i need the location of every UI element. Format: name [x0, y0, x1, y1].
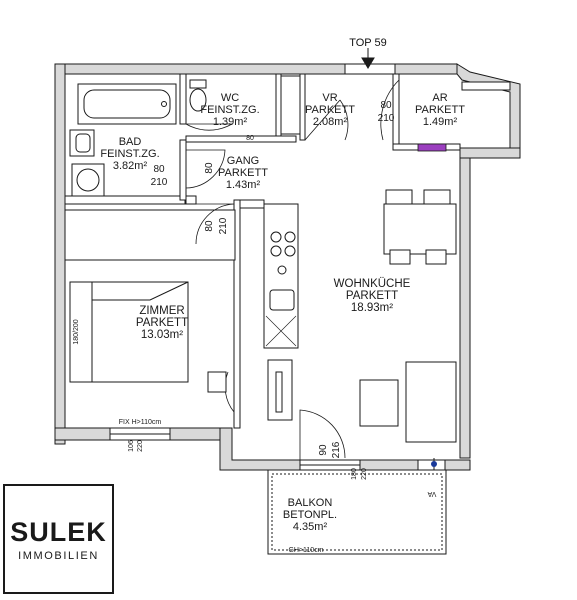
svg-text:PARKETT: PARKETT: [218, 167, 268, 179]
bed: [69, 281, 189, 383]
room-wohnkueche: WOHNKÜCHE PARKETT 18.93m²: [334, 278, 411, 314]
svg-text:AR: AR: [432, 92, 447, 104]
svg-text:80: 80: [246, 135, 254, 142]
svg-text:GANG: GANG: [227, 155, 259, 167]
svg-text:220: 220: [361, 468, 368, 480]
svg-text:PARKETT: PARKETT: [346, 290, 398, 302]
svg-text:VR: VR: [322, 92, 337, 104]
svg-text:BALKON: BALKON: [288, 497, 333, 509]
svg-text:GH>110cm: GH>110cm: [288, 547, 323, 554]
svg-text:106: 106: [128, 440, 135, 452]
interior-walls: [64, 73, 461, 429]
nightstand: [207, 371, 227, 393]
entry-arrow: [361, 48, 375, 69]
room-vr: VR PARKETT 2.08m²: [305, 92, 355, 128]
svg-text:PARKETT: PARKETT: [305, 104, 355, 116]
dining-table: [383, 189, 457, 265]
room-gang: GANG PARKETT 1.43m²: [218, 155, 268, 191]
svg-text:FEINST.ZG.: FEINST.ZG.: [200, 104, 259, 116]
kitchen-counter: [263, 203, 299, 421]
svg-text:180/200: 180/200: [73, 319, 80, 344]
svg-text:BETONPL.: BETONPL.: [283, 509, 337, 521]
window-notes: FIX H>110cm 106 220 180 220 GH>110cm VA …: [73, 319, 436, 554]
svg-text:210: 210: [151, 177, 168, 188]
toilet: [189, 79, 207, 112]
svg-text:WOHNKÜCHE: WOHNKÜCHE: [334, 278, 411, 290]
svg-text:FIX H>110cm: FIX H>110cm: [119, 419, 162, 426]
svg-text:80: 80: [204, 220, 215, 232]
unit-label: TOP 59: [349, 37, 387, 49]
room-zimmer: ZIMMER PARKETT 13.03m²: [136, 305, 188, 341]
bathroom-fixtures: [69, 129, 105, 197]
svg-text:2.08m²: 2.08m²: [313, 116, 348, 128]
svg-text:1.39m²: 1.39m²: [213, 116, 248, 128]
svg-text:4.35m²: 4.35m²: [293, 521, 328, 533]
svg-text:ZIMMER: ZIMMER: [139, 305, 184, 317]
svg-text:210: 210: [218, 217, 229, 234]
svg-text:80: 80: [153, 164, 165, 175]
sulek-logo: SULEK IMMOBILIEN: [3, 484, 114, 594]
svg-text:PARKETT: PARKETT: [136, 317, 188, 329]
logo-brand: SULEK: [10, 517, 107, 547]
svg-text:WC: WC: [221, 92, 239, 104]
room-balkon: BALKON BETONPL. 4.35m²: [283, 497, 337, 533]
svg-text:13.03m²: 13.03m²: [141, 329, 183, 341]
shaft: [280, 75, 301, 135]
svg-text:210: 210: [378, 113, 395, 124]
svg-text:90: 90: [318, 444, 329, 456]
svg-text:220: 220: [137, 440, 144, 452]
balcony: [267, 469, 447, 555]
svg-text:3.82m²: 3.82m²: [113, 160, 148, 172]
room-wc: WC FEINST.ZG. 1.39m²: [200, 92, 259, 128]
svg-text:1.43m²: 1.43m²: [226, 179, 261, 191]
drain-icon: [431, 461, 437, 467]
svg-text:80: 80: [204, 162, 215, 174]
svg-text:FEINST.ZG.: FEINST.ZG.: [100, 148, 159, 160]
svg-text:80: 80: [380, 100, 392, 111]
bathtub: [77, 83, 177, 125]
distribution-box: [417, 143, 447, 152]
svg-text:PARKETT: PARKETT: [415, 104, 465, 116]
svg-text:1.49m²: 1.49m²: [423, 116, 458, 128]
svg-text:216: 216: [331, 441, 342, 458]
svg-text:BAD: BAD: [119, 136, 142, 148]
room-bad: BAD FEINST.ZG. 3.82m²: [100, 136, 159, 172]
svg-text:180: 180: [351, 468, 358, 480]
living-furniture: [359, 361, 457, 443]
svg-text:18.93m²: 18.93m²: [351, 302, 393, 314]
svg-text:VA: VA: [427, 490, 436, 497]
door-dimensions: 80 210 80 210 80 80 210 90 216 80: [151, 100, 395, 458]
logo-subtitle: IMMOBILIEN: [18, 550, 99, 562]
room-ar: AR PARKETT 1.49m²: [415, 92, 465, 128]
